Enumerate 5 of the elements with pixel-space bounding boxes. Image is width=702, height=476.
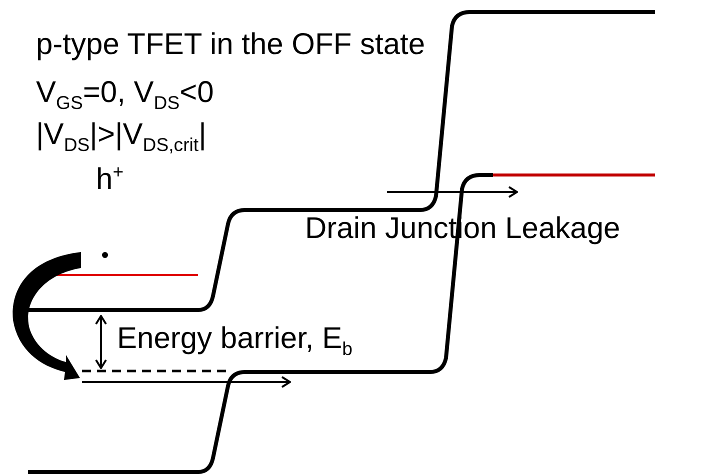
condition-text: V$_{GS}$=0, V$_{DS}$<0 [36, 76, 214, 114]
energy-barrier-label: Energy barrier, E$_{b}$ [117, 322, 352, 360]
condition-text: |V$_{DS}$|>|V$_{DS,crit}$| [36, 118, 206, 156]
carrier-label: h$^{+}$ [96, 162, 124, 196]
heading-text: p-type TFET in the OFF state [36, 28, 426, 61]
